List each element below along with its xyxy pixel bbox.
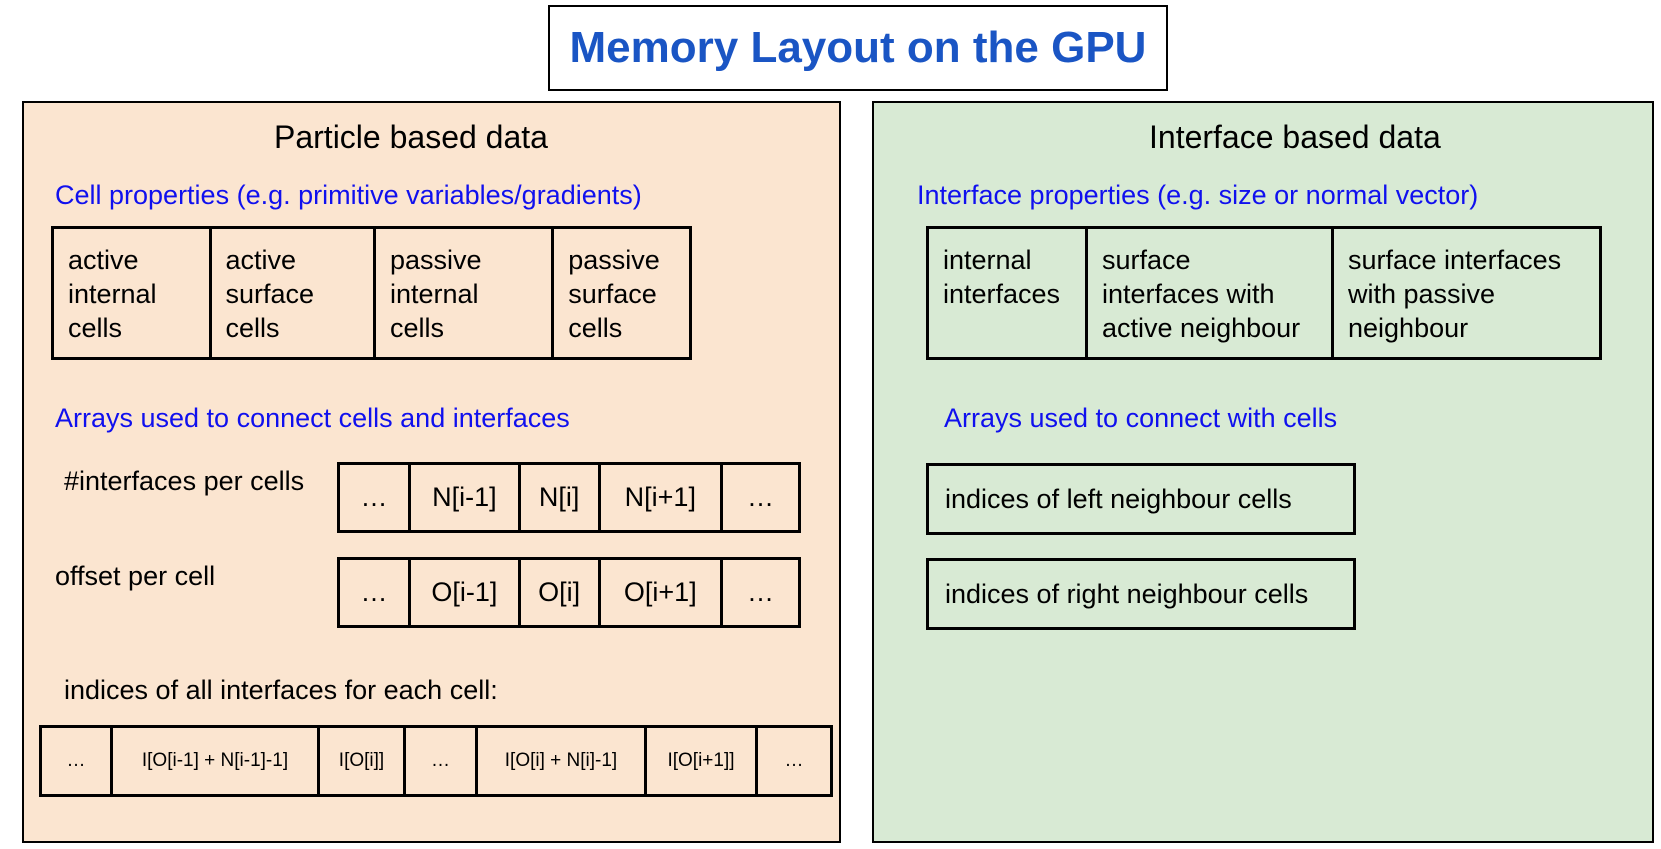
array-cell: I[O[i+1]] bbox=[647, 728, 758, 794]
panel-title-interface: Interface based data bbox=[1149, 119, 1441, 155]
cell-types-row: active internal cells active surface cel… bbox=[51, 226, 692, 360]
interfaces-per-cell-label: #interfaces per cells bbox=[64, 466, 305, 496]
array-cell: … bbox=[784, 750, 804, 771]
array-cell: O[i] bbox=[521, 560, 601, 625]
particle-data-panel: Particle based data Cell properties (e.g… bbox=[22, 101, 841, 843]
interface-data-panel: Interface based data Interface propertie… bbox=[872, 101, 1654, 843]
arrays-heading-left: Arrays used to connect cells and interfa… bbox=[55, 403, 570, 433]
array-cell: I[O[i] + N[i]-1] bbox=[478, 728, 647, 794]
interface-types-row: internal interfaces surface interfaces w… bbox=[926, 226, 1602, 360]
indices-all-interfaces-label: indices of all interfaces for each cell: bbox=[64, 675, 498, 705]
interface-type-internal: internal interfaces bbox=[929, 229, 1088, 357]
interface-type-surface-passive: surface interfaces with passive neighbou… bbox=[1348, 245, 1562, 343]
panel-title-particle: Particle based data bbox=[274, 119, 548, 155]
cell-type-active-surface: active surface cells bbox=[212, 229, 376, 357]
cell-type-active-internal: active internal cells bbox=[54, 229, 212, 357]
array-cell: N[i+1] bbox=[601, 465, 723, 530]
array-cell: N[i] bbox=[521, 465, 601, 530]
indices-all-interfaces-array: … I[O[i-1] + N[i-1]-1] I[O[i]] … I[O[i] … bbox=[39, 725, 833, 797]
cell-type-passive-surface: passive surface cells bbox=[568, 245, 660, 343]
cell-properties-heading: Cell properties (e.g. primitive variable… bbox=[55, 180, 642, 210]
cell-type-passive-internal: passive internal cells bbox=[376, 229, 555, 357]
right-neighbour-array: indices of right neighbour cells bbox=[926, 558, 1356, 630]
array-cell: O[i+1] bbox=[601, 560, 723, 625]
offset-per-cell-array: … O[i-1] O[i] O[i+1] … bbox=[337, 557, 801, 628]
left-neighbour-array: indices of left neighbour cells bbox=[926, 463, 1356, 535]
interface-type-surface-active: surface interfaces with active neighbour bbox=[1088, 229, 1334, 357]
interfaces-per-cell-array: … N[i-1] N[i] N[i+1] … bbox=[337, 462, 801, 533]
array-cell: … bbox=[42, 728, 113, 794]
array-cell: … bbox=[406, 728, 478, 794]
array-cell: N[i-1] bbox=[411, 465, 521, 530]
array-cell: … bbox=[746, 482, 774, 512]
arrays-heading-right: Arrays used to connect with cells bbox=[944, 403, 1338, 433]
interface-properties-heading: Interface properties (e.g. size or norma… bbox=[917, 180, 1479, 210]
diagram-title: Memory Layout on the GPU bbox=[548, 5, 1168, 91]
array-cell: I[O[i]] bbox=[320, 728, 406, 794]
array-cell: … bbox=[746, 577, 774, 607]
array-cell: O[i-1] bbox=[411, 560, 521, 625]
array-cell: … bbox=[340, 560, 412, 625]
offset-per-cell-label: offset per cell bbox=[55, 561, 216, 591]
array-cell: … bbox=[340, 465, 412, 530]
array-cell: I[O[i-1] + N[i-1]-1] bbox=[113, 728, 320, 794]
